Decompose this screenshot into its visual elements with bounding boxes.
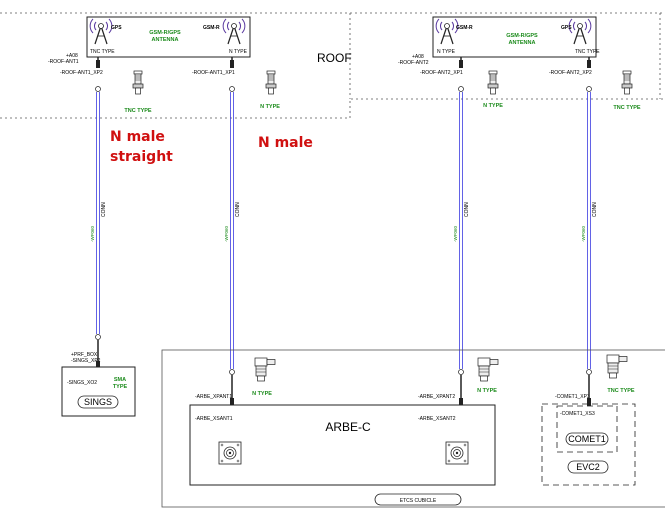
panel-connector-icon	[218, 441, 242, 465]
connector-type: N TYPE	[260, 104, 280, 110]
device-ref: +PRF_BOX	[71, 352, 98, 358]
antenna-title: GSM-R/GPS	[149, 30, 181, 36]
connector-type: N TYPE	[483, 103, 503, 109]
annotation-n-male-straight: straight	[110, 149, 173, 165]
antenna-ports: -ROOF-ANT1_XP2 -ROOF-ANT1_XP1 -ROOF-ANT2…	[60, 57, 592, 76]
port-id: -ARBE_XSANT1	[195, 416, 233, 422]
tnc-connector-icon	[621, 70, 633, 95]
port-id: -ROOF-ANT1_XP2	[60, 70, 103, 76]
cable-tag: CONN	[592, 202, 598, 217]
connector-type: TNC TYPE	[607, 388, 635, 394]
etcs-cubicle: ETCS CUBICLE	[161, 349, 665, 508]
antenna-box-2: GSM-R GPS GSM-R/GPS ANTENNA N TYPE TNC T…	[398, 16, 600, 66]
antenna-title: ANTENNA	[152, 37, 179, 43]
port-id: -SINGS_XO2	[67, 380, 97, 386]
port-id: -ARBE_XPANT1	[195, 394, 232, 400]
sings-device: +PRF_BOX -SINGS_XP2 -SINGS_XO2 SMA TYPE …	[61, 340, 136, 417]
port-id: -ARBE_XPANT2	[418, 394, 455, 400]
port-id: -ROOF-ANT2_XP2	[549, 70, 592, 76]
cable-tag: CONN	[101, 202, 107, 217]
cable-label: -WF060	[581, 226, 586, 243]
device-ref: +A08	[412, 54, 424, 60]
port-id: -COMET1_XS3	[560, 411, 595, 417]
device-ref: -ROOF-ANT1	[48, 59, 79, 65]
cables: -WF060 CONN -WF060 CONN -WF060 CONN -WF0…	[90, 86, 598, 375]
cable-label: -WF060	[453, 226, 458, 243]
connector-type: TYPE	[113, 384, 128, 390]
annotation-n-male: N male	[258, 135, 313, 151]
cable-4: -WF060 CONN	[581, 86, 598, 375]
gsm-tag: GSM-R	[456, 25, 473, 31]
port-id: -ROOF-ANT1_XP1	[192, 70, 235, 76]
cubicle-name: ETCS CUBICLE	[400, 498, 437, 504]
port-type: TNC TYPE	[90, 49, 115, 55]
antenna-title: ANTENNA	[509, 40, 536, 46]
angle-connector-icon	[254, 357, 276, 382]
cable-label: -WF060	[224, 226, 229, 243]
roof-zone: ROOF	[0, 12, 665, 119]
device-name: SINGS	[84, 397, 112, 407]
antenna-box-1: GPS GSM-R GSM-R/GPS ANTENNA TNC TYPE N T…	[48, 16, 251, 65]
device-ref: +A08	[66, 53, 78, 59]
device-name: COMET1	[568, 434, 606, 444]
cable-1: -WF060 CONN	[90, 86, 107, 340]
angle-connector-icon	[606, 354, 628, 379]
port-id: -ARBE_XSANT2	[418, 416, 456, 422]
connector-type: SMA	[114, 377, 126, 383]
arbe-device: -ARBE_XPANT1 -ARBE_XPANT2 -ARBE_XSANT1 -…	[189, 357, 499, 486]
cable-tag: CONN	[464, 202, 470, 217]
port-id: -ROOF-ANT2_XP1	[420, 70, 463, 76]
connector-type: TNC TYPE	[124, 108, 152, 114]
panel-connector-icon	[445, 441, 469, 465]
device-name: EVC2	[576, 462, 600, 472]
cable-3: -WF060 CONN	[453, 86, 470, 375]
cable-label: -WF060	[90, 226, 95, 243]
roof-connectors: TNC TYPE N TYPE N TYPE TNC TYPE	[124, 70, 641, 114]
port-type: TNC TYPE	[575, 49, 600, 55]
annotation-n-male-straight: N male	[110, 129, 165, 145]
comet-device: -COMET1_XP3 -COMET1_XS3 COMET1 EVC2 TNC …	[541, 354, 636, 486]
tnc-connector-icon	[132, 70, 144, 95]
port-type: N TYPE	[229, 49, 248, 55]
device-title: ARBE-C	[325, 420, 371, 434]
connector-type: N TYPE	[252, 391, 272, 397]
device-ref: -SINGS_XP2	[71, 358, 101, 364]
gps-tag: GPS	[561, 25, 572, 31]
cable-tag: CONN	[235, 202, 241, 217]
cable-2: -WF060 CONN	[224, 86, 241, 375]
angle-connector-icon	[477, 357, 499, 382]
connector-type: TNC TYPE	[613, 105, 641, 111]
gps-tag: GPS	[111, 25, 122, 31]
n-connector-icon	[265, 70, 277, 95]
port-id: -COMET1_XP3	[555, 394, 590, 400]
roof-label: ROOF	[317, 51, 352, 65]
gsm-tag: GSM-R	[203, 25, 220, 31]
antenna-title: GSM-R/GPS	[506, 33, 538, 39]
connector-type: N TYPE	[477, 388, 497, 394]
port-type: N TYPE	[437, 49, 456, 55]
device-ref: -ROOF-ANT2	[398, 60, 429, 66]
n-connector-icon	[487, 70, 499, 95]
